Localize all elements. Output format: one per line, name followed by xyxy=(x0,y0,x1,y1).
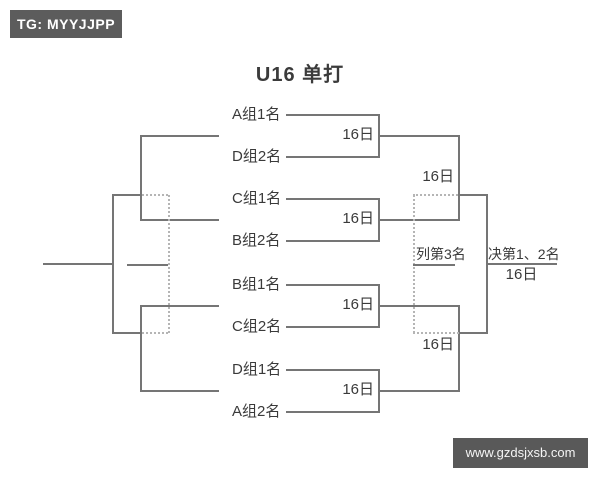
entry-line xyxy=(286,411,378,413)
entry-line xyxy=(286,369,378,371)
third-place-label: 列第3名 xyxy=(416,246,466,262)
match-date-label: 16日 xyxy=(342,126,374,143)
semifinal-winner-line xyxy=(458,194,488,196)
entry-label: B组1名 xyxy=(232,276,281,293)
left-mirror-stub xyxy=(141,135,219,137)
final-line xyxy=(486,263,557,265)
third-place-line xyxy=(413,264,455,266)
entry-line xyxy=(286,156,378,158)
loser-route-dotted xyxy=(413,194,458,196)
entry-line xyxy=(286,326,378,328)
match-date-label: 16日 xyxy=(342,210,374,227)
match-date-label: 16日 xyxy=(342,381,374,398)
entry-label: A组2名 xyxy=(232,403,281,420)
semifinal-date-label: 16日 xyxy=(422,336,454,353)
entry-label: D组1名 xyxy=(232,361,282,378)
semifinal-winner-line xyxy=(458,332,488,334)
entry-label: A组1名 xyxy=(232,106,281,123)
winner-line xyxy=(378,219,459,221)
left-semifinal-bracket xyxy=(140,135,142,221)
site-watermark: www.gzdsjxsb.com xyxy=(453,438,588,468)
loser-route-dotted xyxy=(413,332,459,334)
winner-line xyxy=(378,135,459,137)
loser-route-dotted xyxy=(142,332,168,334)
winner-line xyxy=(378,390,459,392)
tg-badge: TG: MYYJJPP xyxy=(10,10,122,38)
entry-line xyxy=(286,240,378,242)
page-title: U16 单打 xyxy=(255,64,345,86)
semifinal-date-label: 16日 xyxy=(422,168,454,185)
final-date-label: 16日 xyxy=(505,266,538,283)
entry-label: B组2名 xyxy=(232,232,281,249)
entry-line xyxy=(286,114,378,116)
left-mirror-stub xyxy=(141,219,219,221)
left-final-bracket xyxy=(112,194,114,334)
entry-label: C组2名 xyxy=(232,318,282,335)
left-third-place-line xyxy=(127,264,168,266)
loser-route-dotted xyxy=(142,194,168,196)
entry-label: C组1名 xyxy=(232,190,282,207)
left-semifinal-winner-line xyxy=(113,332,141,334)
left-mirror-stub xyxy=(141,305,219,307)
left-mirror-stub xyxy=(141,390,219,392)
entry-label: D组2名 xyxy=(232,148,282,165)
match-date-label: 16日 xyxy=(342,296,374,313)
left-semifinal-bracket xyxy=(140,305,142,392)
entry-line xyxy=(286,198,378,200)
left-final-line xyxy=(43,263,113,265)
semifinal-bracket xyxy=(458,305,460,392)
semifinal-bracket xyxy=(458,135,460,221)
loser-route-dotted xyxy=(168,195,170,333)
entry-line xyxy=(286,284,378,286)
left-semifinal-winner-line xyxy=(113,194,141,196)
winner-line xyxy=(378,305,459,307)
final-title-label: 决第1、2名 xyxy=(488,246,560,262)
